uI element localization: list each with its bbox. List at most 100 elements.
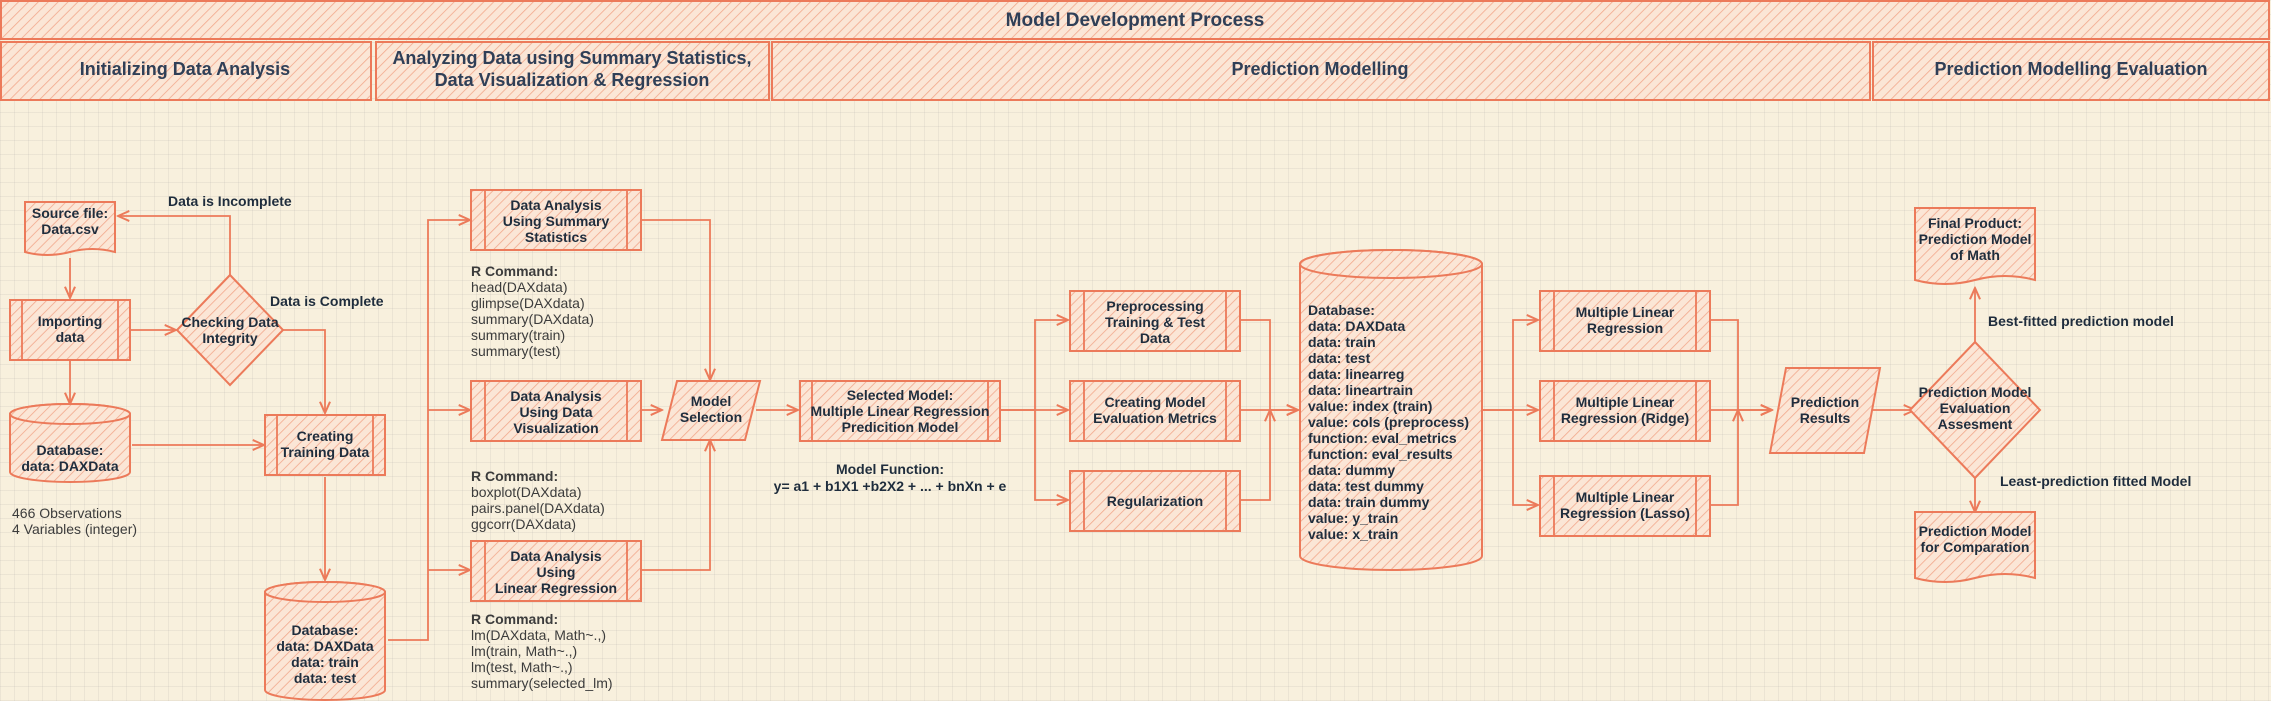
text-line: ggcorr(DAXdata) xyxy=(471,516,576,532)
text-line: Using xyxy=(537,564,576,580)
source-file-node: Source file:Data.csv xyxy=(24,201,116,256)
text-line: head(DAXdata) xyxy=(471,279,568,295)
text-line: Selected Model: xyxy=(847,387,954,403)
phase-analyzing: Analyzing Data using Summary Statistics,… xyxy=(375,41,770,101)
text-line: Using Summary xyxy=(503,213,610,229)
text-line: function: eval_metrics xyxy=(1308,430,1457,446)
text-line: data: test xyxy=(294,670,357,686)
text-line: Model Function: xyxy=(836,461,944,477)
text-line: Prediction Model xyxy=(1919,384,2032,400)
text-line: lm(train, Math~.,) xyxy=(471,643,577,659)
text-line: of Math xyxy=(1950,247,2000,263)
edge-label-incomplete: Data is Incomplete xyxy=(168,193,292,209)
phase-prediction-label: Prediction Modelling xyxy=(1231,59,1408,79)
text-line: Analyzing Data using Summary Statistics, xyxy=(392,48,751,68)
text-line: R Command: xyxy=(471,263,558,279)
database-raw-node: Database:data: DAXData xyxy=(9,403,131,483)
diagram-title: Model Development Process xyxy=(1006,10,1265,31)
text-line: Data.csv xyxy=(41,221,99,237)
text-line: value: index (train) xyxy=(1308,398,1432,414)
svg-text:Regularization: Regularization xyxy=(1107,493,1203,509)
text-line: data: dummy xyxy=(1308,462,1395,478)
text-line: glimpse(DAXdata) xyxy=(471,295,585,311)
svg-text:Selected Model:Multiple Linear: Selected Model:Multiple Linear Regressio… xyxy=(811,387,990,435)
text-line: summary(selected_lm) xyxy=(471,675,613,691)
text-line: Regularization xyxy=(1107,493,1203,509)
text-line: data: DAXData xyxy=(276,638,373,654)
text-line: Linear Regression xyxy=(495,580,617,596)
text-line: lm(test, Math~.,) xyxy=(471,659,573,675)
text-line: Data Analysis xyxy=(510,388,602,404)
text-line: Prediction Model xyxy=(1919,523,2032,539)
text-line: Creating Model xyxy=(1104,394,1205,410)
text-line: Checking Data xyxy=(181,314,278,330)
text-line: for Comparation xyxy=(1921,539,2030,555)
text-line: Visualization xyxy=(513,420,598,436)
text-line: Final Product: xyxy=(1928,215,2022,231)
text-line: Data Visualization & Regression xyxy=(435,70,710,90)
edge-label-best-fit: Best-fitted prediction model xyxy=(1988,313,2174,329)
phase-analyzing-label: Analyzing Data using Summary Statistics,… xyxy=(392,48,751,90)
text-line: Multiple Linear xyxy=(1576,394,1675,410)
text-line: Importing xyxy=(38,313,103,329)
text-line: summary(test) xyxy=(471,343,560,359)
text-line: boxplot(DAXdata) xyxy=(471,484,582,500)
text-line: data: DAXData xyxy=(1308,318,1405,334)
text-line: Prediction xyxy=(1791,394,1859,410)
phase-evaluation-label: Prediction Modelling Evaluation xyxy=(1934,59,2207,79)
text-line: Assesment xyxy=(1938,416,2013,432)
text-line: summary(DAXdata) xyxy=(471,311,594,327)
r-command-regression-note: R Command:lm(DAXdata, Math~.,)lm(train, … xyxy=(471,611,613,691)
text-line: Using Data xyxy=(519,404,592,420)
text-line: Database: xyxy=(37,442,104,458)
text-line: data: test dummy xyxy=(1308,478,1424,494)
text-line: Initializing Data Analysis xyxy=(80,59,290,79)
text-line: Evaluation Metrics xyxy=(1093,410,1217,426)
text-line: summary(train) xyxy=(471,327,565,343)
r-command-summary-note: R Command:head(DAXdata)glimpse(DAXdata)s… xyxy=(471,263,594,359)
text-line: Database: xyxy=(1308,302,1375,318)
text-line: data: train xyxy=(1308,334,1376,350)
text-line: Training & Test xyxy=(1105,314,1205,330)
text-line: value: x_train xyxy=(1308,526,1398,542)
phase-initializing: Initializing Data Analysis xyxy=(0,41,372,101)
text-line: Training Data xyxy=(281,444,370,460)
text-line: data: test xyxy=(1308,350,1371,366)
text-line: Model xyxy=(691,393,731,409)
text-line: Regression xyxy=(1587,320,1663,336)
text-line: Integrity xyxy=(202,330,257,346)
text-line: Preprocessing xyxy=(1106,298,1203,314)
text-line: y= a1 + b1X1 +b2X2 + ... + bnXn + e xyxy=(774,478,1007,494)
model-function-note: Model Function:y= a1 + b1X1 +b2X2 + ... … xyxy=(774,461,1007,494)
text-line: data xyxy=(56,329,85,345)
text-line: Data xyxy=(1140,330,1171,346)
connectors xyxy=(70,216,1975,641)
